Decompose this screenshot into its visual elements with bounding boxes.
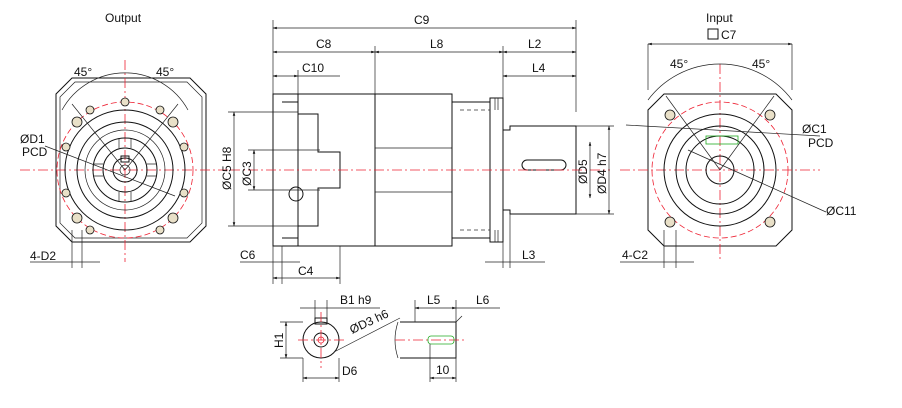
input-angle-line-right [719, 95, 775, 171]
d3-leader [333, 317, 401, 353]
input-c11-leader [687, 149, 827, 213]
l2-label: L2 [528, 37, 542, 51]
output-flange-outline [55, 77, 207, 243]
output-flange-steps [282, 101, 298, 239]
output-pcd-label: PCD [22, 145, 48, 159]
output-angle-line-left [71, 103, 126, 171]
c4-label: C4 [298, 264, 314, 278]
output-angle-line-right [124, 103, 179, 171]
input-housing-circle [663, 113, 777, 227]
side-view: C9 C8 L8 L2 C10 L4 [220, 13, 614, 284]
c10-label: C10 [302, 61, 324, 75]
l3-label: L3 [522, 248, 536, 262]
output-inner-circle [84, 129, 166, 211]
detail-chamfer [455, 315, 463, 323]
c2-label: 4-C2 [622, 248, 648, 262]
output-side-hole [288, 186, 304, 202]
input-shaft [705, 155, 735, 185]
c5-label: ØC5 H8 [220, 146, 234, 190]
input-title: Input [706, 11, 733, 25]
output-angle-arc [61, 72, 189, 111]
output-d2-label: 4-D2 [30, 249, 56, 263]
input-angle-left-label: 45° [670, 57, 688, 71]
input-view: Input C7 45° 45° ØC1 PCD ØC11 [620, 11, 857, 268]
input-adapter-circle [675, 125, 765, 215]
output-spoke-ring [92, 137, 158, 203]
c6-label: C6 [240, 248, 256, 262]
output-d1-label: ØD1 [20, 132, 45, 146]
output-mounting-holes [61, 97, 189, 235]
output-angle-left-label: 45° [74, 65, 92, 79]
input-angle-right-label: 45° [752, 57, 770, 71]
output-shaft-ring [102, 147, 148, 193]
l6-label: L6 [476, 293, 490, 307]
d3-label: ØD3 h6 [347, 306, 391, 336]
c7-square-symbol [707, 28, 719, 40]
input-flange-outline [647, 93, 793, 247]
d4-label: ØD4 h7 [595, 152, 609, 194]
c1-label: ØC1 [802, 122, 827, 136]
output-title: Output [105, 11, 142, 25]
input-c1-leader [625, 124, 821, 137]
c3-label: ØC3 [240, 161, 254, 186]
output-angle-right-label: 45° [156, 65, 174, 79]
shaft-detail: B1 h9 ØD3 h6 H1 D6 L5 L6 10 [272, 293, 500, 382]
c11-label: ØC11 [826, 204, 857, 218]
input-shaft-key [521, 159, 567, 171]
input-mounting-holes [664, 109, 776, 228]
input-key-highlight [705, 135, 739, 145]
detail-thread-hole [427, 335, 455, 345]
output-housing-circle [64, 109, 186, 231]
input-pcd-label: PCD [808, 136, 834, 150]
output-shaft [112, 157, 138, 183]
d6-label: D6 [342, 364, 358, 378]
output-center-hole [119, 164, 131, 176]
input-hidden-lines [460, 109, 490, 231]
output-view: Output [20, 11, 230, 268]
l8-label: L8 [430, 37, 444, 51]
output-flange-inner-outline [59, 81, 203, 239]
d5-label: ØD5 [576, 159, 590, 184]
h1-label: H1 [272, 332, 286, 348]
ten-label: 10 [436, 363, 450, 377]
output-spokes [93, 138, 157, 202]
output-pcd-leader [44, 145, 176, 197]
l5-label: L5 [427, 293, 441, 307]
c7-label: C7 [721, 28, 737, 42]
b1-label: B1 h9 [340, 293, 372, 307]
input-angle-arc [647, 63, 793, 101]
input-pcd-circle [651, 101, 789, 239]
adapter-screws [494, 98, 499, 242]
c9-label: C9 [414, 13, 430, 27]
input-angle-line-left [665, 95, 721, 171]
output-hub-circle [76, 121, 174, 219]
l4-label: L4 [532, 61, 546, 75]
c8-label: C8 [316, 37, 332, 51]
output-key-slot [120, 155, 130, 163]
